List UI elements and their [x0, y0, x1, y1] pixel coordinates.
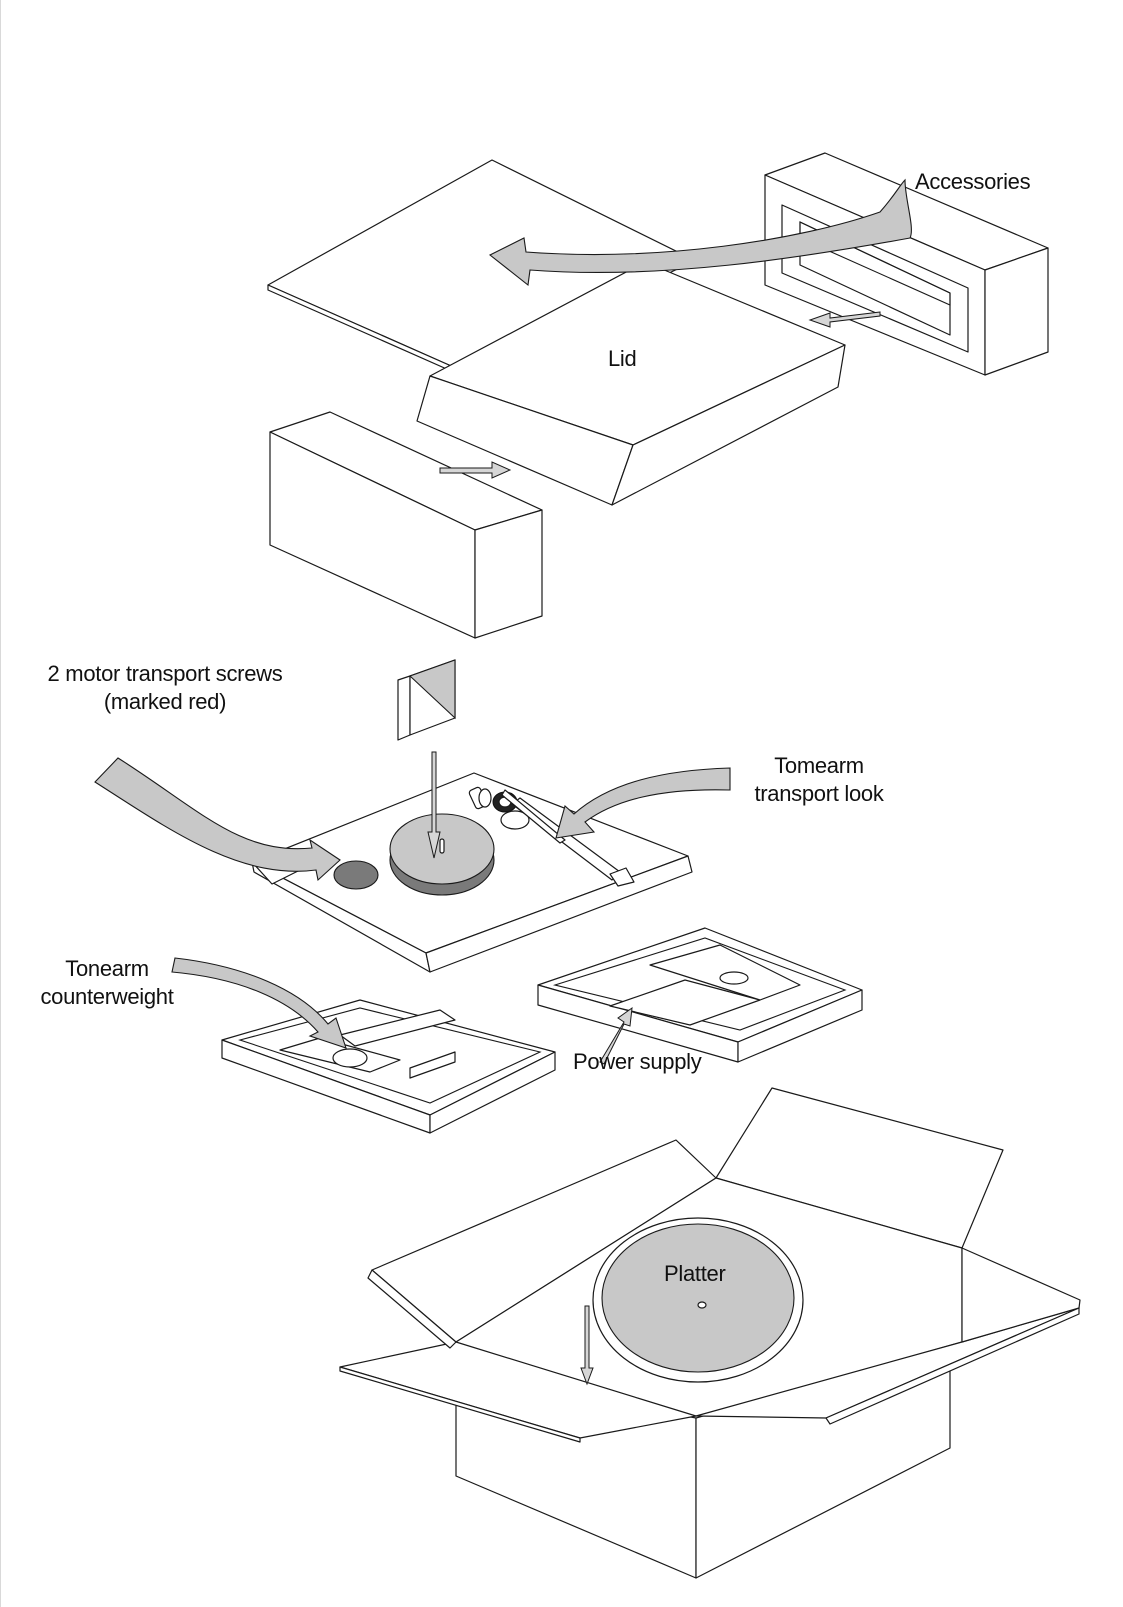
left-foam-block — [269, 411, 543, 639]
lid-body — [416, 261, 846, 506]
counterweight-label-line1: Tonearm — [65, 956, 149, 981]
accessories-insert-arrow — [808, 311, 881, 328]
platter-in-carton — [592, 1217, 804, 1383]
counterweight-label: Tonearm counterweight — [32, 955, 182, 1011]
counterweight-arrow — [171, 957, 347, 1049]
power-supply-tray — [537, 927, 863, 1063]
platter-on-plinth — [389, 813, 495, 896]
flag-card — [397, 659, 456, 859]
power-supply-pointer — [599, 1006, 633, 1065]
motor-screws-arrow — [94, 757, 341, 882]
counterweight-label-line2: counterweight — [40, 984, 174, 1009]
accessories-label: Accessories — [915, 169, 1031, 194]
tonearm — [468, 786, 635, 887]
power-supply-label: Power supply — [573, 1049, 702, 1074]
page-edge-line — [0, 0, 1, 1607]
motor-screws-label-line2: (marked red) — [103, 689, 227, 714]
tonearm-lock-label: Tomearm transport look — [730, 752, 908, 808]
lid-label: Lid — [608, 346, 637, 371]
motor-screws-label-line1: 2 motor transport screws — [47, 661, 283, 686]
tonearm-lock-label-line1: Tomearm — [774, 753, 864, 778]
lid-insert-arrow — [439, 461, 512, 479]
motor-pulley — [333, 860, 379, 890]
carton-insert-arrow — [580, 1305, 594, 1386]
platter-label: Platter — [664, 1261, 726, 1286]
counterweight-tray — [221, 999, 556, 1134]
accessories-arrow — [488, 178, 912, 287]
tonearm-lock-arrow — [555, 767, 731, 839]
motor-screws-label: 2 motor transport screws (marked red) — [20, 660, 310, 716]
tonearm-lock-label-line2: transport look — [754, 781, 884, 806]
